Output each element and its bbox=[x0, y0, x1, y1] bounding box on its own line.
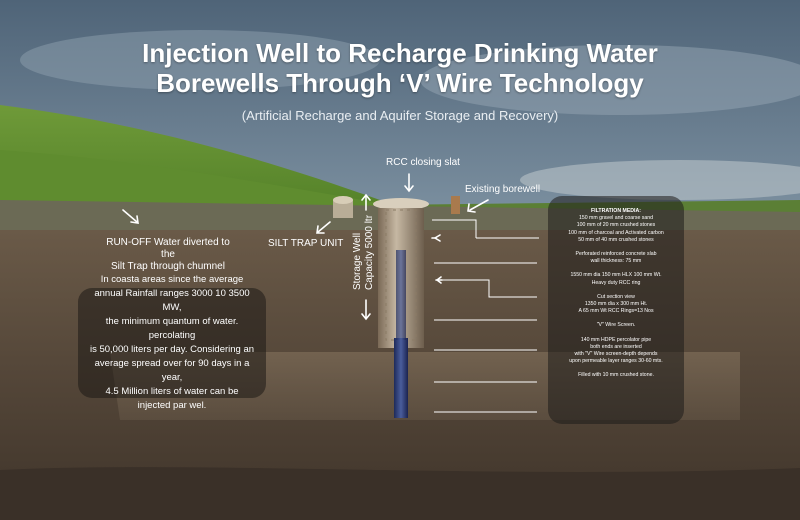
filtration-detail-line: 100 mm of charcoal and Activated carbon bbox=[568, 229, 664, 236]
filtration-detail-line: FILTRATION MEDIA: bbox=[591, 208, 641, 214]
filtration-detail-block: "V" Wire Screen. bbox=[548, 322, 684, 329]
filtration-detail-line: Cut section view bbox=[597, 293, 635, 300]
filtration-detail-line: both ends are inserted bbox=[590, 343, 642, 350]
runoff-line-2: Silt Trap through chumnel bbox=[111, 261, 225, 272]
filtration-detail-line: upon permeable layer ranges 30-60 mts. bbox=[569, 358, 663, 365]
rainfall-info-text: In coasta areas since the average annual … bbox=[88, 273, 256, 413]
filtration-detail-line: with "V" Wire screen-depth depends bbox=[574, 351, 658, 358]
rainfall-info-line: 4.5 Million liters of water can be injec… bbox=[105, 386, 239, 411]
silt-trap-label: SILT TRAP UNIT bbox=[268, 238, 344, 249]
rainfall-info-line: annual Rainfall ranges 3000 10 3500 MW, bbox=[94, 288, 250, 313]
filtration-detail-block: 1550 mm dia 150 mm HLX 100 mm Wt.Heavy d… bbox=[548, 272, 684, 286]
filtration-detail-block: Filled with 10 mm crushed stone. bbox=[548, 372, 684, 379]
filtration-detail-line: A 65 mm Wt RCC Rings=13 Nos bbox=[578, 308, 654, 315]
filtration-detail-line: 150 mm gravel and coarse sand bbox=[578, 215, 654, 222]
rainfall-info-line: In coasta areas since the average bbox=[100, 274, 244, 285]
runoff-label: RUN-OFF Water diverted to the Silt Trap … bbox=[98, 237, 238, 273]
page-title: Injection Well to Recharge Drinking Wate… bbox=[0, 38, 800, 98]
filtration-detail-line: Heavy duty RCC ring bbox=[591, 279, 641, 286]
title-line-1: Injection Well to Recharge Drinking Wate… bbox=[142, 38, 658, 68]
filtration-detail-block: FILTRATION MEDIA:150 mm gravel and coars… bbox=[548, 208, 684, 244]
rainfall-info-line: average spread over for 90 days in a yea… bbox=[94, 358, 250, 383]
existing-borewell-label: Existing borewell bbox=[465, 184, 541, 195]
subtitle: (Artificial Recharge and Aquifer Storage… bbox=[241, 108, 559, 123]
storage-line-2: Capacity 5000 ltr bbox=[364, 214, 375, 290]
filtration-detail-line: Perforated reinforced concrete slab bbox=[575, 251, 657, 258]
filtration-details-panel: FILTRATION MEDIA:150 mm gravel and coars… bbox=[548, 196, 684, 424]
filtration-detail-line: 1550 mm dia 150 mm HLX 100 mm Wt. bbox=[570, 272, 662, 279]
storage-well-label: Storage Well Capacity 5000 ltr bbox=[352, 200, 378, 290]
filtration-detail-line: 140 mm HDPE percolator pipe bbox=[580, 336, 652, 343]
rainfall-info-panel: In coasta areas since the average annual … bbox=[78, 274, 266, 411]
filtration-detail-line: "V" Wire Screen. bbox=[596, 322, 636, 329]
rainfall-info-line: is 50,000 liters per day. Considering an bbox=[89, 344, 255, 355]
filtration-detail-line: Filled with 10 mm crushed stone. bbox=[578, 372, 654, 379]
filtration-detail-line: 1350 mm dia x 300 mm Ht. bbox=[584, 301, 648, 308]
title-line-2: Borewells Through ‘V’ Wire Technology bbox=[156, 68, 644, 98]
filtration-detail-line: 50 mm of 40 mm crushed stones bbox=[578, 236, 654, 243]
rcc-slab-label: RCC closing slat bbox=[386, 157, 460, 168]
filtration-detail-line: 100 mm of 20 mm crushed stones bbox=[576, 222, 656, 229]
runoff-line-1: RUN-OFF Water diverted to the bbox=[106, 237, 230, 260]
storage-line-1: Storage Well bbox=[352, 232, 363, 290]
filtration-detail-line: wall thickness: 75 mm bbox=[590, 258, 642, 265]
rainfall-info-line: the minimum quantum of water. percolatin… bbox=[105, 316, 239, 341]
